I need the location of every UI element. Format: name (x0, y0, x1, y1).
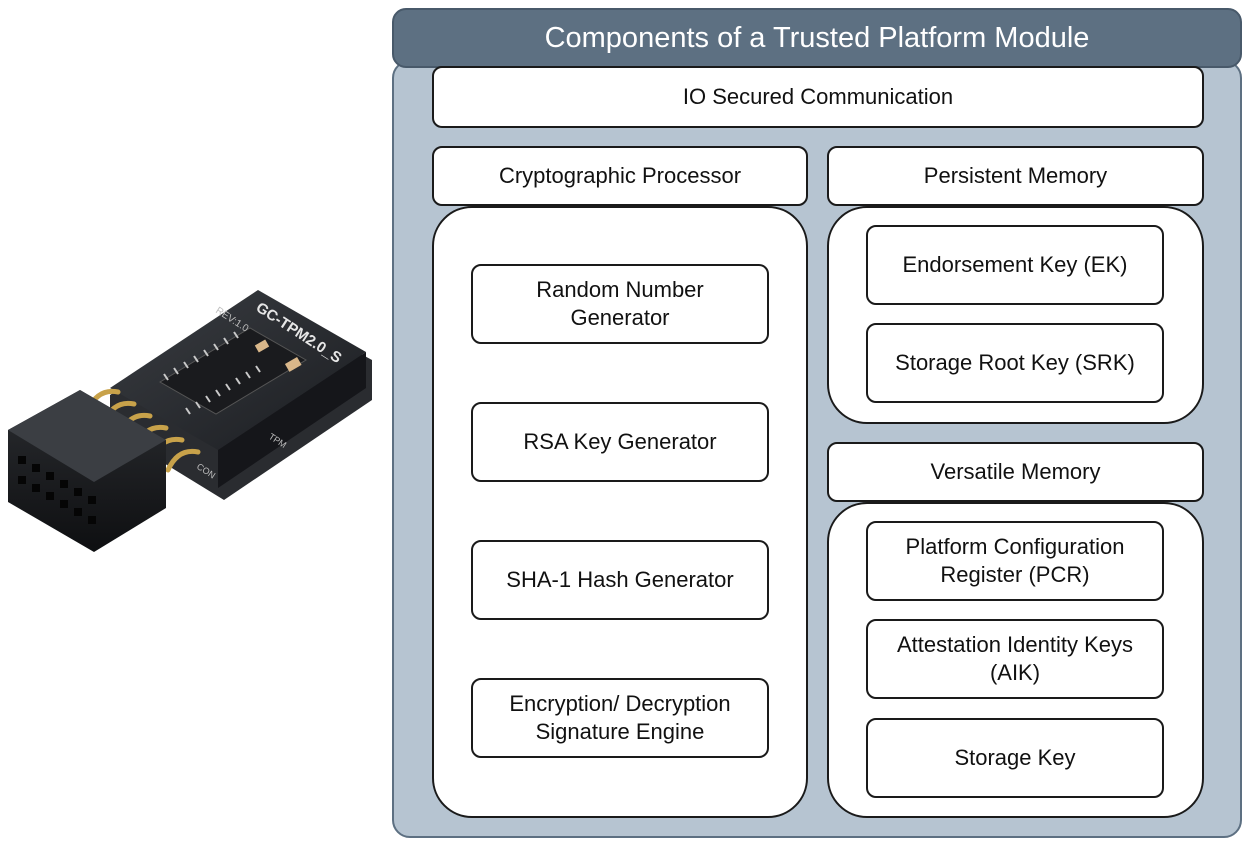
persistent-memory-header: Persistent Memory (827, 146, 1204, 206)
crypto-header-label: Cryptographic Processor (498, 163, 742, 188)
component-label: Attestation Identity Keys (AIK) (896, 632, 1134, 685)
component-label: Encryption/ Decryption Signature Engine (509, 691, 731, 744)
component-label: Endorsement Key (EK) (902, 252, 1128, 277)
component-label: Storage Root Key (SRK) (895, 350, 1135, 375)
chip (159, 327, 307, 415)
sha1-hash-generator-box: SHA-1 Hash Generator (471, 540, 769, 620)
pcr-box: Platform Configuration Register (PCR) (866, 521, 1164, 601)
storage-key-box: Storage Key (866, 718, 1164, 798)
versatile-memory-header: Versatile Memory (827, 442, 1204, 502)
persistent-header-label: Persistent Memory (923, 163, 1108, 188)
component-label: Storage Key (954, 745, 1076, 770)
diagram-title-text: Components of a Trusted Platform Module (544, 21, 1090, 54)
component-label: RSA Key Generator (523, 429, 717, 454)
component-label: Random Number Generator (536, 277, 704, 330)
capacitor (254, 339, 270, 353)
encryption-signature-engine-box: Encryption/ Decryption Signature Engine (471, 678, 769, 758)
attestation-identity-keys-box: Attestation Identity Keys (AIK) (866, 619, 1164, 699)
io-secured-communication-box: IO Secured Communication (432, 66, 1204, 128)
capacitor (284, 357, 302, 372)
component-label: SHA-1 Hash Generator (506, 567, 734, 592)
pin-header (8, 390, 166, 552)
tpm-module-photo: GC-TPM2.0_S REV:1.0 TPM CON (8, 290, 372, 552)
storage-root-key-box: Storage Root Key (SRK) (866, 323, 1164, 403)
endorsement-key-box: Endorsement Key (EK) (866, 225, 1164, 305)
random-number-generator-box: Random Number Generator (471, 264, 769, 344)
crypto-processor-header: Cryptographic Processor (432, 146, 808, 206)
rsa-key-generator-box: RSA Key Generator (471, 402, 769, 482)
versatile-header-label: Versatile Memory (930, 459, 1101, 484)
component-label: Platform Configuration Register (PCR) (905, 534, 1125, 587)
diagram-title: Components of a Trusted Platform Module (392, 8, 1242, 68)
io-label: IO Secured Communication (682, 84, 954, 109)
